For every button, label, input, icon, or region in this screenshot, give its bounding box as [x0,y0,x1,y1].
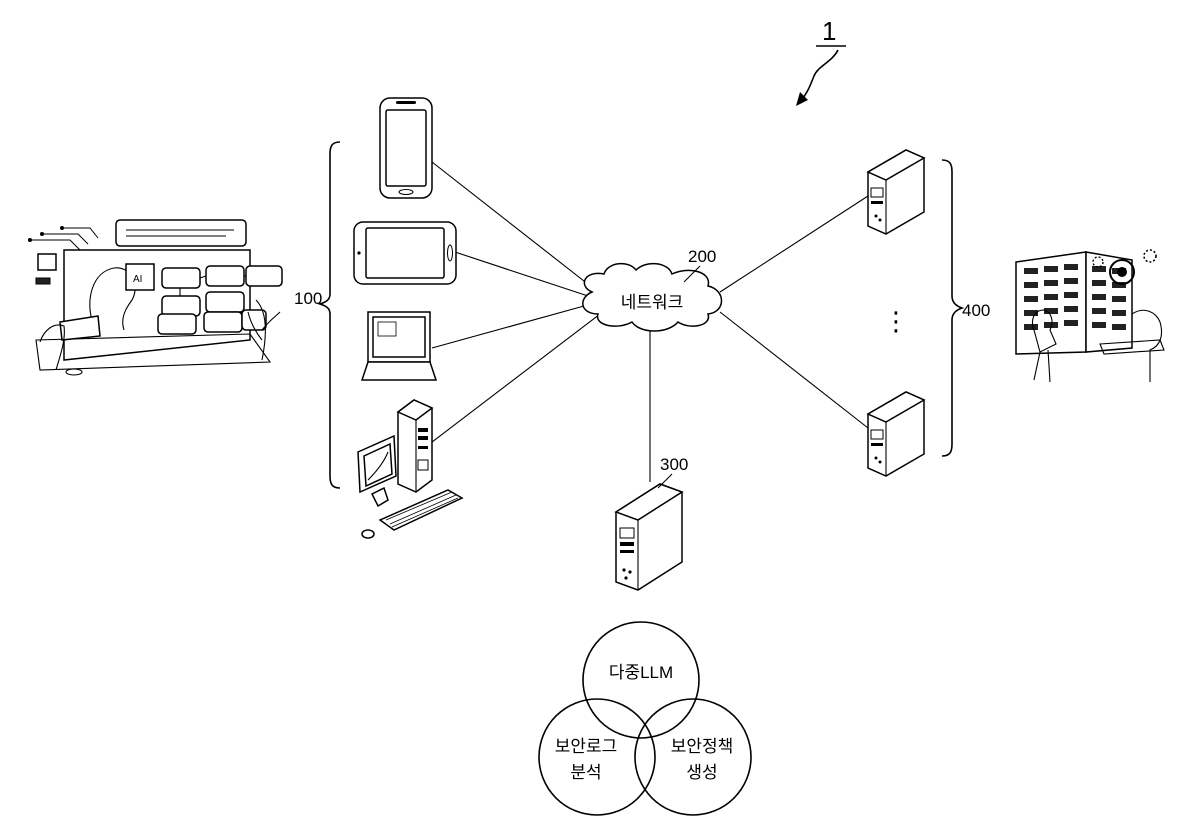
smartphone-icon [380,98,432,198]
data-center-illustration [1016,250,1164,382]
network-label: 네트워크 [621,293,684,312]
remote-brace [942,160,962,456]
remote-server-bottom-icon [868,392,924,476]
more-servers-dots: ⋮ [883,306,909,336]
venn-top-label: 다중LLM [609,663,673,682]
ai-badge-label: AI [133,274,142,285]
venn-right-label-line1: 보안정책 [671,737,734,756]
venn-right-label-line2: 생성 [686,763,717,782]
venn-left-label-line1: 보안로그 [555,737,618,756]
system-number: 1 [822,16,836,46]
clients-group-label: 100 [294,289,322,308]
security-server-icon [616,484,682,590]
ai-workspace-illustration [28,220,282,375]
venn-circle-policy-generation [635,699,751,815]
clients-brace [320,142,340,488]
tablet-icon [354,222,456,284]
network-ref-label: 200 [688,247,716,266]
system-pointer-arrow [800,50,838,102]
venn-circle-log-analysis [539,699,655,815]
remote-server-top-icon [868,150,924,234]
desktop-computer-icon [358,400,462,538]
remote-group-label: 400 [962,301,990,320]
laptop-icon [362,312,436,380]
venn-left-label-line2: 분석 [570,763,601,782]
server-ref-label: 300 [660,455,688,474]
capabilities-venn [539,622,751,815]
